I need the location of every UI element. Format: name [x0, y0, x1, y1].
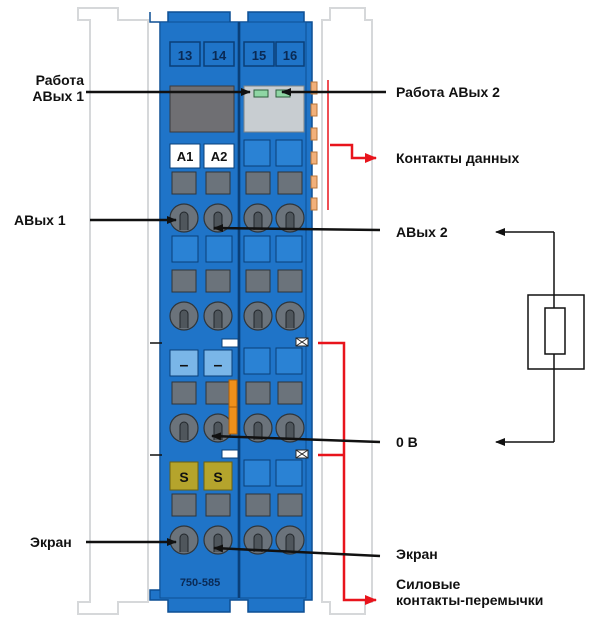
- upper-right-blocks: [171, 139, 303, 487]
- screw-terminal: [275, 413, 305, 443]
- label-minus-2: –: [214, 357, 223, 374]
- release-squares: [171, 171, 303, 517]
- label-aout1: АВых 1: [14, 212, 66, 228]
- label-shield-s1: S: [179, 469, 188, 485]
- label-shield-left: Экран: [30, 534, 72, 550]
- label-shield-right: Экран: [396, 546, 438, 562]
- screw-terminal-icon: [169, 203, 305, 555]
- label-aout1-run-line2: АВых 1: [32, 88, 84, 104]
- minus-label-tabs: – –: [169, 349, 233, 377]
- screw-terminal: [243, 413, 273, 443]
- label-aout1-run: Работа АВых 1: [14, 72, 84, 104]
- data-contact-icon: [310, 81, 318, 211]
- label-aout1-run-line1: Работа: [35, 72, 84, 88]
- screw-terminal: [275, 301, 305, 331]
- jumper-contact-icon: [295, 337, 309, 459]
- jumper-slots: [221, 338, 239, 459]
- part-number: 750-585: [180, 577, 220, 589]
- screw-terminal: [275, 203, 305, 233]
- terminal-number-15: 15: [252, 48, 266, 63]
- module-edge-ticks: [150, 342, 162, 456]
- screw-terminal: [275, 525, 305, 555]
- label-power-jumpers: Силовые контакты-перемычки: [396, 576, 543, 608]
- shield-label-tabs: S S: [169, 461, 233, 491]
- label-aout2: АВых 2: [396, 224, 448, 240]
- label-power-jumpers-line1: Силовые: [396, 576, 461, 592]
- terminal-number-13: 13: [178, 48, 192, 63]
- terminal-number-16: 16: [283, 48, 297, 63]
- red-callouts: [318, 80, 377, 605]
- label-shield-s2: S: [213, 469, 222, 485]
- screw-terminal: [243, 203, 273, 233]
- led-aout1-run: [253, 89, 269, 98]
- label-aout2-run: Работа АВых 2: [396, 84, 500, 100]
- led-window: [169, 85, 305, 133]
- screw-terminal: [169, 413, 199, 443]
- label-data-contacts: Контакты данных: [396, 150, 520, 166]
- label-minus-1: –: [180, 357, 189, 374]
- screw-terminal: [203, 301, 233, 331]
- screw-terminal: [243, 525, 273, 555]
- terminal-number-14: 14: [212, 48, 227, 63]
- pointer-arrows: [86, 88, 386, 558]
- label-zero-v: 0 В: [396, 434, 418, 450]
- label-power-jumpers-line2: контакты-перемычки: [396, 592, 544, 608]
- label-a1: A1: [177, 149, 194, 164]
- screw-terminal: [169, 203, 199, 233]
- resistor-load-icon: [495, 228, 585, 446]
- orange-marker-strip: [228, 379, 238, 435]
- label-a2: A2: [211, 149, 228, 164]
- terminal-number-tabs: 13 14 15 16: [169, 41, 305, 67]
- screw-terminal: [169, 301, 199, 331]
- screw-terminal: [243, 301, 273, 331]
- screw-terminal: [169, 525, 199, 555]
- channel-label-tabs: A1 A2: [169, 143, 235, 169]
